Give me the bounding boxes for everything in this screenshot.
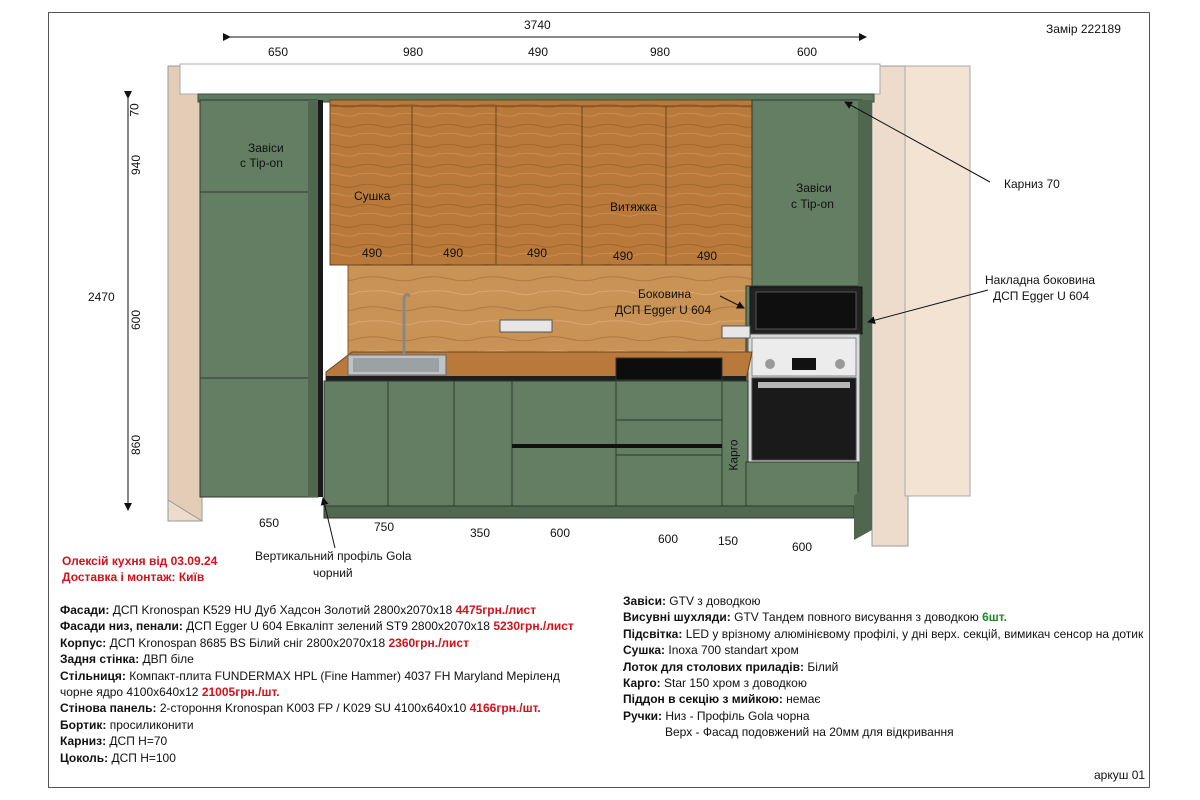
- right-tall-side: [858, 100, 872, 496]
- hinges-left-2: с Tip-on: [240, 156, 283, 170]
- spec-handles: Ручки: Низ - Профіль Gola чорна: [623, 708, 810, 723]
- faucet: [402, 293, 411, 355]
- sheet-measure: Замір 222189: [1046, 22, 1121, 36]
- spec-cornice: Карниз: ДСП Н=70: [60, 734, 168, 749]
- socket-1: [499, 319, 553, 333]
- spec-plinth: Цоколь: ДСП Н=100: [60, 750, 176, 765]
- gola-profile: [318, 100, 323, 497]
- gola-profile-label-1: Вертикальний профіль Gola: [255, 549, 412, 563]
- dim-top-total: 3740: [524, 18, 551, 32]
- dim-bottom-2: 750: [374, 520, 395, 534]
- hinges-right-1: Завіси: [796, 181, 832, 195]
- order-title: Олексій кухня від 03.09.24: [62, 554, 218, 568]
- spec-wall-panel: Стінова панель: 2-стороння Kronospan K00…: [60, 701, 541, 716]
- spec-cargo: Карго: Star 150 хром з доводкою: [623, 676, 807, 691]
- dim-bottom-4: 600: [550, 526, 571, 540]
- upper-width-4: 490: [613, 249, 634, 263]
- sheet-number: аркуш 01: [1094, 768, 1146, 782]
- spec-countertop: Стільниця: Компакт-плита FUNDERMAX HPL (…: [60, 668, 560, 683]
- spec-handles-top: Верх - Фасад подовжений на 20мм для відк…: [665, 725, 954, 740]
- upper-width-1: 490: [362, 246, 383, 260]
- spec-back-wall: Задня стінка: ДВП біле: [60, 652, 194, 667]
- side-panel-1: Боковина: [638, 287, 691, 301]
- dim-bottom-5: 600: [658, 532, 679, 546]
- drawing-frame: [48, 12, 1150, 788]
- spec-dryer: Сушка: Inoxa 700 standart хром: [623, 643, 799, 658]
- dryer-label: Сушка: [354, 189, 391, 203]
- wall-panel: [347, 264, 753, 361]
- spec-facades: Фасади: ДСП Kronospan K529 HU Дуб Хадсон…: [60, 603, 537, 617]
- left-tall-unit: [199, 99, 319, 498]
- spec-facades-bottom: Фасади низ, пенали: ДСП Egger U 604 Евка…: [60, 619, 574, 634]
- hinges-left-1: Завіси: [248, 141, 284, 155]
- right-wall-edge: [904, 65, 971, 497]
- dim-height-4: 860: [129, 434, 144, 456]
- dim-bottom-3: 350: [470, 526, 491, 540]
- hood-label: Витяжка: [610, 200, 657, 214]
- spec-countertop-cont: чорне ядро 4100х640х12 21005грн./шт.: [60, 685, 280, 700]
- upper-width-5: 490: [697, 249, 718, 263]
- overlay-side-2: ДСП Egger U 604: [993, 289, 1090, 303]
- left-wall-side: [167, 65, 203, 522]
- dim-top-4: 980: [650, 45, 671, 59]
- upper-width-2: 490: [443, 246, 464, 260]
- socket-2: [721, 325, 751, 339]
- upper-cabinets: [329, 99, 757, 266]
- spec-body: Корпус: ДСП Kronospan 8685 BS Білий сніг…: [60, 635, 469, 650]
- dim-top-3: 490: [528, 45, 549, 59]
- spec-hinges: Завіси: GTV з доводкою: [623, 594, 761, 608]
- dim-bottom-6: 150: [718, 534, 739, 548]
- order-delivery: Доставка і монтаж: Київ: [62, 570, 205, 584]
- hinges-right-2: с Tip-on: [791, 197, 834, 211]
- overlay-side-1: Накладна боковина: [985, 273, 1096, 287]
- plinth: [323, 505, 855, 519]
- spec-sink-tray: Піддон в секцію з мийкою: немає: [623, 692, 821, 707]
- ceiling-strip: [179, 63, 881, 95]
- cornice-label: Карниз 70: [1004, 177, 1060, 191]
- dim-top-2: 980: [403, 45, 424, 59]
- dim-bottom-7: 600: [792, 540, 813, 554]
- spec-lighting: Підсвітка: LED у врізному алюмінієвому п…: [623, 626, 1144, 641]
- dim-height-total: 2470: [88, 290, 115, 304]
- cargo-label: Карго: [726, 439, 741, 471]
- dim-top-1: 650: [268, 45, 289, 59]
- dim-top-5: 600: [797, 45, 818, 59]
- gola-handle: [512, 444, 722, 448]
- cooktop: [615, 357, 723, 381]
- gola-profile-label-2: чорний: [313, 566, 353, 580]
- right-tall-unit: [751, 99, 863, 287]
- spec-cutlery-tray: Лоток для столових приладів: Білий: [623, 659, 839, 674]
- right-wall: [871, 65, 909, 547]
- dim-height-3: 600: [129, 309, 144, 331]
- side-panel-2: ДСП Egger U 604: [615, 303, 712, 317]
- dim-height-1: 70: [127, 103, 142, 117]
- specs-right: Завіси: GTV з доводкою Висувні шухляди: …: [623, 593, 1143, 741]
- dim-height-2: 940: [129, 154, 144, 176]
- base-cabinets: [323, 380, 749, 507]
- dim-bottom-1: 650: [259, 516, 280, 530]
- spec-edge: Бортик: просиликонити: [60, 717, 194, 732]
- specs-left: Фасади: ДСП Kronospan K529 HU Дуб Хадсон…: [60, 602, 574, 766]
- spec-drawers: Висувні шухляди: GTV Тандем повного вису…: [623, 610, 1007, 625]
- upper-width-3: 490: [527, 246, 548, 260]
